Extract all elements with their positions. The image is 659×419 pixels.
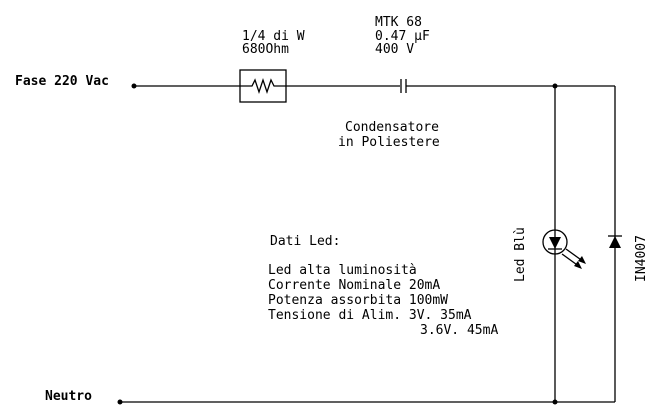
capacitor-desc-1: Condensatore [345, 120, 439, 135]
capacitor-model: MTK 68 [375, 15, 422, 30]
resistor-zigzag [240, 77, 286, 95]
led-circle [542, 229, 568, 255]
led-data-line: 3.6V. 45mA [420, 323, 498, 338]
led-triangle [549, 237, 561, 249]
led-data-line: Led alta luminosità [268, 263, 417, 278]
led-data-title: Dati Led: [270, 234, 340, 249]
capacitor-desc-2: in Poliestere [338, 135, 440, 150]
junction-top [552, 83, 558, 89]
diode-triangle [609, 236, 621, 248]
phase-label: Fase 220 Vac [15, 74, 109, 89]
led-data-line: Tensione di Alim. 3V. 35mA [268, 308, 472, 323]
neutral-terminal [117, 399, 123, 405]
resistor-value: 680Ohm [242, 42, 289, 57]
led-data-line: Corrente Nominale 20mA [268, 278, 440, 293]
phase-terminal [131, 83, 137, 89]
led-arrowhead-1 [578, 256, 586, 264]
led-label: Led Blù [513, 227, 528, 282]
neutral-label: Neutro [45, 389, 92, 404]
capacitor-voltage: 400 V [375, 42, 414, 57]
resistor-power: 1/4 di W [242, 29, 305, 44]
capacitor-value: 0.47 µF [375, 29, 430, 44]
led-arrowhead-2 [574, 261, 582, 269]
junction-bottom [552, 399, 558, 405]
led-data-line: Potenza assorbita 100mW [268, 293, 448, 308]
diode-label: IN4007 [634, 235, 649, 282]
